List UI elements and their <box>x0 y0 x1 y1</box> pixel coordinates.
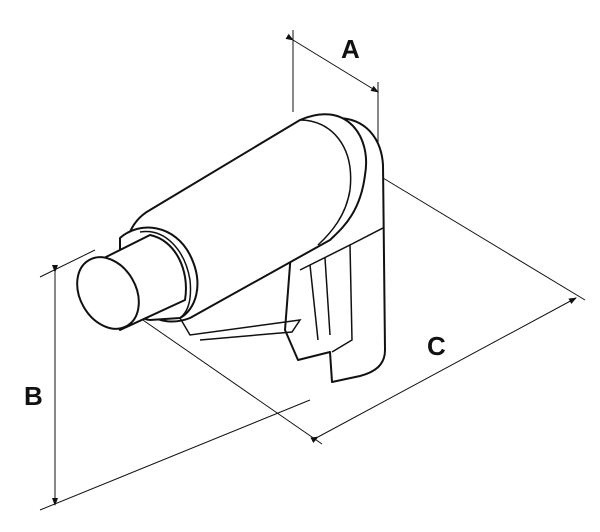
dimension-label-a: A <box>341 34 360 64</box>
part-body <box>76 113 386 383</box>
dimension-label-b: B <box>24 381 43 411</box>
dimension-b <box>39 249 311 511</box>
dimension-label-c: C <box>427 331 446 361</box>
dimension-c <box>139 177 586 445</box>
